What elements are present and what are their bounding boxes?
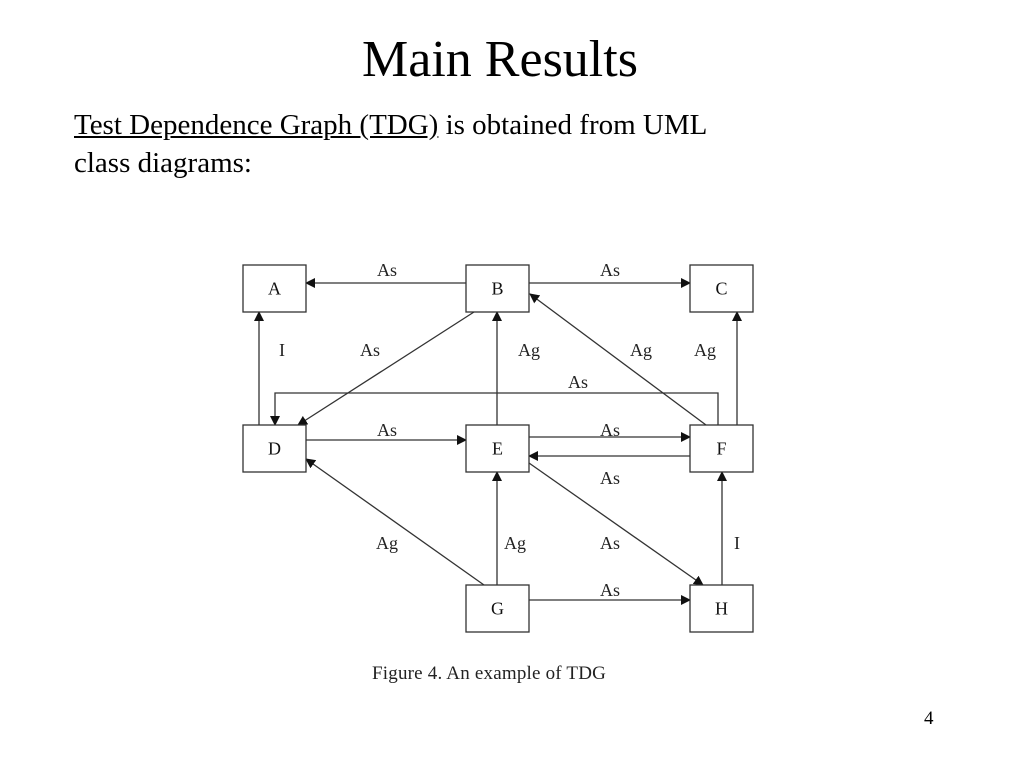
edge-label-f-d: As — [568, 372, 588, 392]
node-box-a — [242, 264, 307, 313]
edge-f-to-d — [270, 392, 719, 426]
edge-label-e-f: As — [600, 420, 620, 440]
edge-label-b-c: As — [600, 260, 620, 280]
edge-label-f-e: As — [600, 468, 620, 488]
edge-label-d-a: I — [279, 340, 285, 360]
intro-text-line2: class diagrams: — [74, 147, 252, 179]
intro-text-rest: is obtained from UML — [438, 109, 708, 141]
edge-label-f-b: Ag — [630, 340, 652, 360]
node-f: F — [689, 424, 754, 473]
edge-label-e-b: Ag — [518, 340, 540, 360]
node-box-c — [689, 264, 754, 313]
edge-g-to-d — [305, 458, 485, 586]
node-c: C — [689, 264, 754, 313]
node-box-e — [465, 424, 530, 473]
node-box-b — [465, 264, 530, 313]
edge-label-g-h: As — [600, 580, 620, 600]
edge-label-h-f: I — [734, 533, 740, 553]
intro-text: Test Dependence Graph (TDG) is obtained … — [74, 106, 874, 182]
edge-b-to-d — [297, 311, 475, 426]
node-d: D — [242, 424, 307, 473]
node-label-f: F — [716, 439, 726, 459]
slide-title: Main Results — [362, 31, 638, 88]
figure-caption: Figure 4. An example of TDG — [372, 663, 607, 684]
node-label-b: B — [491, 279, 503, 299]
edge-label-g-e: Ag — [504, 533, 526, 553]
node-e: E — [465, 424, 530, 473]
node-box-h — [689, 584, 754, 633]
node-box-g — [465, 584, 530, 633]
edge-label-d-e: As — [377, 420, 397, 440]
edge-label-b-a: As — [377, 260, 397, 280]
edge-label-f-c: Ag — [694, 340, 716, 360]
node-h: H — [689, 584, 754, 633]
tdg-term-link[interactable]: Test Dependence Graph (TDG) — [74, 109, 439, 141]
node-label-g: G — [491, 599, 504, 619]
edge-label-e-h: As — [600, 533, 620, 553]
edge-e-to-h — [528, 462, 704, 586]
edge-label-b-d: As — [360, 340, 380, 360]
node-label-h: H — [715, 599, 728, 619]
node-label-d: D — [268, 439, 281, 459]
node-box-d — [242, 424, 307, 473]
node-label-a: A — [268, 279, 281, 299]
edge-label-g-d: Ag — [376, 533, 398, 553]
node-label-e: E — [492, 439, 503, 459]
page-number: 4 — [924, 708, 934, 729]
node-g: G — [465, 584, 530, 633]
node-b: B — [465, 264, 530, 313]
edge-f-to-b — [529, 293, 707, 426]
node-box-f — [689, 424, 754, 473]
node-a: A — [242, 264, 307, 313]
node-label-c: C — [715, 279, 727, 299]
